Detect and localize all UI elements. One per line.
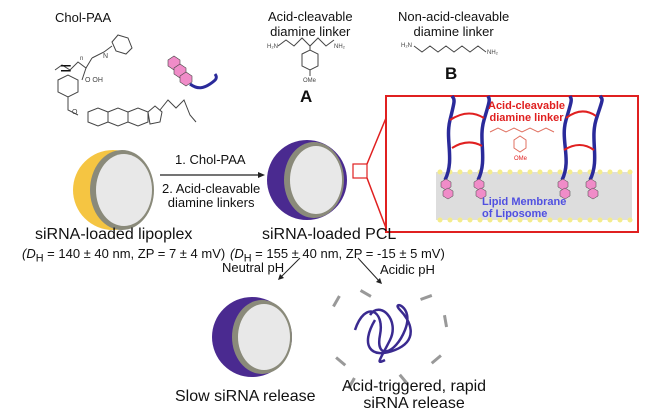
linker-b-title: Non-acid-cleavable diamine linker — [398, 9, 509, 39]
label-b: B — [445, 64, 458, 83]
linker-a-title-line2: diamine linker — [270, 24, 351, 39]
step-2-line2: diamine linkers — [167, 195, 255, 210]
svg-text:OMe: OMe — [514, 156, 528, 162]
lipoplex-props-text: = 140 ± 40 nm, ZP = 7 ± 4 mV) — [43, 246, 226, 261]
neutral-arrow — [279, 257, 301, 279]
inset-linker-line2: diamine linker — [489, 112, 564, 124]
svg-text:NH₂: NH₂ — [487, 50, 499, 56]
fast-release-line1: Acid-triggered, rapid — [342, 378, 487, 395]
membrane-line1: Lipid Membrane — [482, 196, 567, 208]
fast-release-line2: siRNA release — [363, 395, 465, 412]
lipoplex-name: siRNA-loaded lipoplex — [35, 226, 193, 243]
step-1: 1. Chol-PAA — [175, 152, 246, 167]
free-sirna — [332, 289, 449, 390]
lipid-membrane — [436, 169, 633, 223]
pcl-name: siRNA-loaded PCL — [262, 226, 397, 243]
linker-in-inset — [489, 127, 555, 153]
membrane-label: Lipid Membrane of Liposome — [482, 196, 566, 220]
linker-a-structure — [277, 37, 335, 76]
svg-text:H₂N: H₂N — [267, 44, 278, 50]
membrane-line2: of Liposome — [482, 208, 548, 220]
svg-text:NH₂: NH₂ — [334, 44, 346, 50]
pcl-properties: (DH = 155 ± 40 nm, ZP = -15 ± 5 mV) — [230, 246, 445, 265]
linker-b-title-line1: Non-acid-cleavable — [398, 9, 510, 24]
lipoplex-particle — [73, 150, 154, 230]
polymer-chains — [443, 94, 604, 181]
crosslinks — [449, 110, 597, 151]
pcl-particle — [267, 140, 368, 220]
svg-text:n: n — [80, 56, 83, 62]
cholesterol-anchors — [440, 178, 599, 200]
slow-release-label: Slow siRNA release — [175, 388, 316, 405]
linker-b-structure — [413, 45, 487, 53]
released-polymer-tangle — [353, 303, 412, 364]
linker-a-title-line1: Acid-cleavable — [268, 9, 353, 24]
step-2-line1: 2. Acid-cleavable — [162, 181, 261, 196]
fast-release-label: Acid-triggered, rapid siRNA release — [342, 378, 486, 412]
zoom-box — [352, 163, 368, 179]
slow-release-particle — [212, 297, 292, 377]
dh-symbol: (D — [22, 246, 36, 261]
dh-subscript: H — [35, 252, 44, 265]
acidic-ph-label: Acidic pH — [380, 262, 435, 277]
chol-paa-title: Chol-PAA — [55, 10, 112, 25]
dh-subscript: H — [243, 252, 252, 265]
linker-a-title: Acid-cleavable diamine linker — [268, 9, 353, 39]
inset-linker-line1: Acid-cleavable — [488, 100, 566, 112]
n-label: N — [103, 53, 108, 60]
linker-b-title-line2: diamine linker — [413, 24, 494, 39]
inset-linker-label: Acid-cleavable diamine linker — [488, 100, 565, 124]
svg-text:OMe: OMe — [303, 78, 317, 84]
equals-sign: = — [60, 58, 72, 80]
svg-text:H₂N: H₂N — [401, 43, 412, 49]
cooh-label: O OH — [85, 77, 103, 84]
dh-symbol: (D — [230, 246, 244, 261]
acidic-arrow — [357, 257, 381, 283]
pcl-props-text: = 155 ± 40 nm, ZP = -15 ± 5 mV) — [251, 246, 445, 261]
svg-text:O: O — [72, 109, 78, 116]
step-2: 2. Acid-cleavable diamine linkers — [162, 182, 260, 210]
neutral-ph-label: Neutral pH — [222, 260, 285, 275]
chol-paa-cartoon — [167, 55, 218, 90]
label-a: A — [300, 87, 313, 106]
lipoplex-properties: (DH = 140 ± 40 nm, ZP = 7 ± 4 mV) — [22, 246, 225, 265]
chol-paa-structure — [54, 34, 197, 127]
